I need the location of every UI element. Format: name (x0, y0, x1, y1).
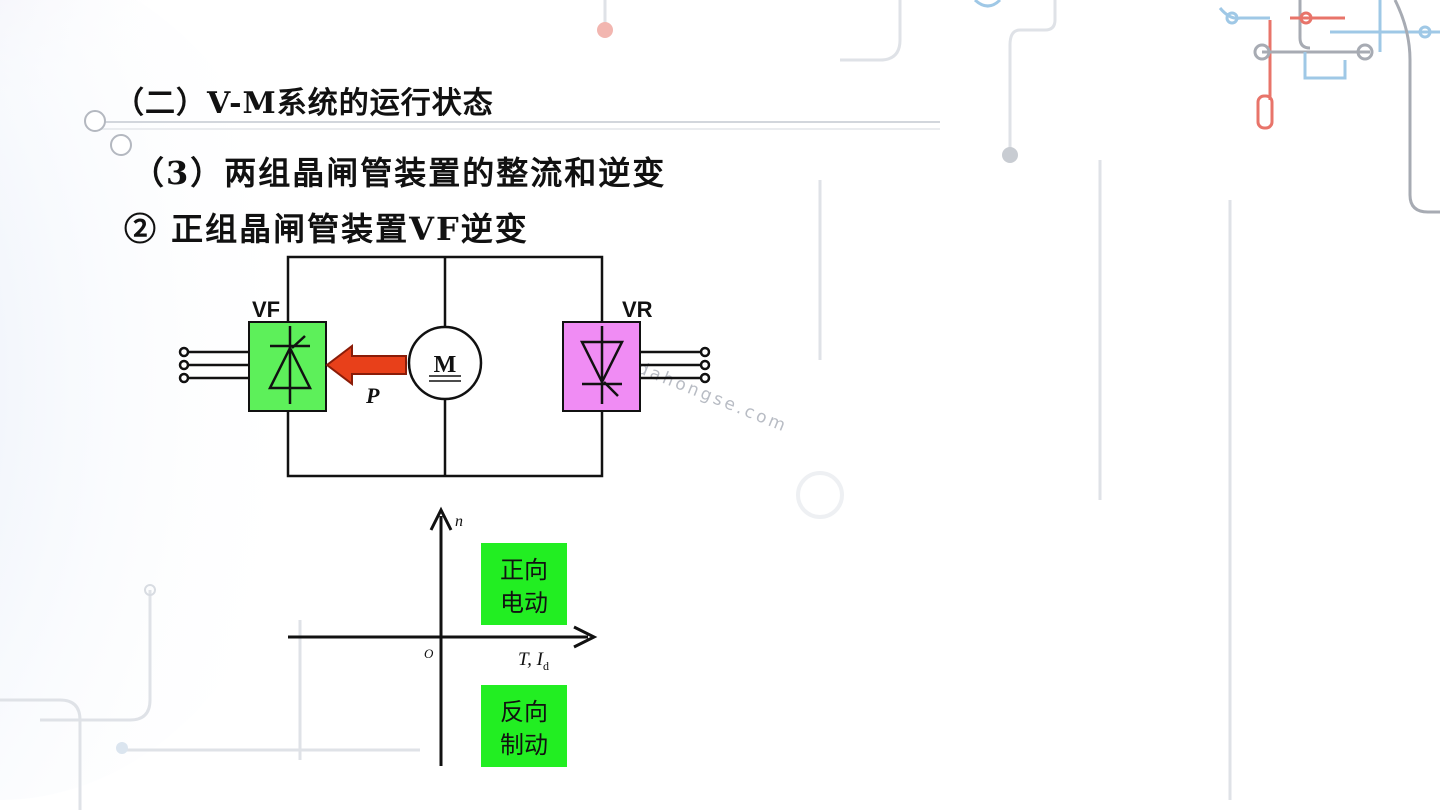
motor-label: M (434, 352, 457, 378)
vf-thyristor-block (248, 321, 327, 412)
quadrant-box-braking: 反向 制动 (481, 685, 567, 767)
slide-subheading: （3）两组晶闸管装置的整流和逆变 (132, 154, 667, 192)
q1-line1: 正向 (500, 556, 548, 584)
quadrant-box-motoring: 正向 电动 (481, 543, 567, 625)
x-axis-label-main: T, I (518, 649, 545, 670)
q4-line1: 反向 (500, 698, 548, 726)
power-label: P (365, 383, 380, 408)
y-axis-label: n (455, 513, 463, 530)
vf-input-terminals (178, 346, 249, 384)
circuit-wiring (286, 255, 604, 478)
vr-input-terminals (640, 346, 711, 384)
slide-item: ② 正组晶闸管装置VF逆变 (124, 210, 529, 248)
motor-symbol (407, 325, 483, 401)
vf-label: VF (252, 297, 280, 322)
vr-label: VR (622, 297, 653, 322)
vr-thyristor-block (562, 321, 641, 412)
axes (288, 506, 598, 766)
q1-line2: 电动 (500, 589, 548, 617)
q4-line2: 制动 (500, 731, 548, 759)
slide-heading: （二）V-M系统的运行状态 (114, 86, 494, 121)
x-axis-label-sub: d (543, 659, 549, 673)
x-axis-label: T, Id (518, 649, 549, 673)
power-flow-arrow (325, 343, 407, 387)
origin-label: O (424, 646, 434, 661)
